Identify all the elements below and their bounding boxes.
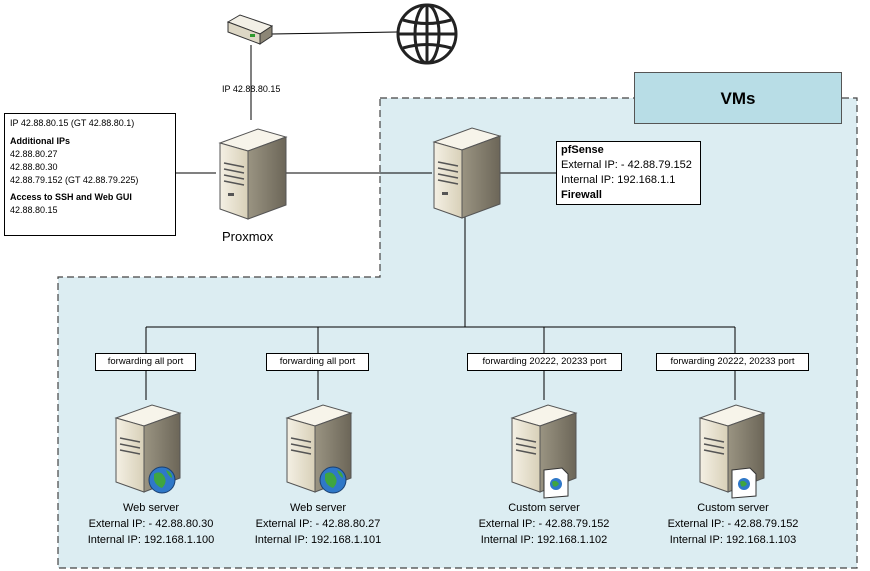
server-internal-ip: Internal IP: 192.168.1.100 bbox=[87, 534, 215, 546]
server-caption: Web server External IP: - 42.88.80.30 In… bbox=[76, 500, 226, 548]
additional-ip: 42.88.79.152 (GT 42.88.79.225) bbox=[10, 175, 139, 185]
web-server-icon bbox=[285, 404, 353, 494]
pfsense-internal-ip: Internal IP: 192.168.1.1 bbox=[561, 174, 676, 186]
pfsense-external-ip: External IP: - 42.88.79.152 bbox=[561, 159, 692, 171]
web-server-icon bbox=[114, 404, 182, 494]
server-caption: Web server External IP: - 42.88.80.27 In… bbox=[243, 500, 393, 548]
proxmox-server-icon bbox=[218, 128, 288, 220]
pfsense-firewall-label: Firewall bbox=[561, 189, 602, 201]
server-name: Web server bbox=[122, 502, 180, 514]
proxmox-ip-line: IP 42.88.80.15 (GT 42.88.80.1) bbox=[10, 118, 135, 128]
vm-region bbox=[57, 97, 858, 569]
server-internal-ip: Internal IP: 192.168.1.102 bbox=[480, 534, 608, 546]
server-name: Custom server bbox=[697, 502, 769, 514]
server-external-ip: External IP: - 42.88.79.152 bbox=[667, 518, 799, 530]
server-caption: Custom server External IP: - 42.88.79.15… bbox=[658, 500, 808, 548]
access-title: Access to SSH and Web GUI bbox=[10, 192, 132, 202]
pfsense-info-box: pfSense External IP: - 42.88.79.152 Inte… bbox=[556, 141, 701, 205]
pfsense-server-icon bbox=[432, 127, 502, 219]
forwarding-label: forwarding all port bbox=[266, 353, 369, 371]
server-external-ip: External IP: - 42.88.80.27 bbox=[255, 518, 381, 530]
additional-ips-title: Additional IPs bbox=[10, 136, 71, 146]
forwarding-label: forwarding all port bbox=[95, 353, 196, 371]
router-ip-label: IP 42.88.80.15 bbox=[222, 84, 281, 94]
server-external-ip: External IP: - 42.88.79.152 bbox=[478, 518, 610, 530]
server-name: Custom server bbox=[508, 502, 580, 514]
custom-server-icon bbox=[698, 404, 766, 499]
vms-label: VMs bbox=[634, 72, 842, 124]
server-internal-ip: Internal IP: 192.168.1.103 bbox=[669, 534, 797, 546]
additional-ip: 42.88.80.30 bbox=[10, 162, 58, 172]
proxmox-label: Proxmox bbox=[222, 229, 274, 244]
server-caption: Custom server External IP: - 42.88.79.15… bbox=[469, 500, 619, 548]
additional-ip: 42.88.80.27 bbox=[10, 149, 58, 159]
internet-globe-icon bbox=[396, 3, 458, 65]
server-internal-ip: Internal IP: 192.168.1.101 bbox=[254, 534, 382, 546]
pfsense-title: pfSense bbox=[561, 144, 604, 156]
custom-server-icon bbox=[510, 404, 578, 499]
server-name: Web server bbox=[289, 502, 347, 514]
router-icon bbox=[226, 14, 274, 45]
forwarding-label: forwarding 20222, 20233 port bbox=[656, 353, 809, 371]
forwarding-label: forwarding 20222, 20233 port bbox=[467, 353, 622, 371]
access-ip: 42.88.80.15 bbox=[10, 205, 58, 215]
server-external-ip: External IP: - 42.88.80.30 bbox=[88, 518, 214, 530]
proxmox-info-box: IP 42.88.80.15 (GT 42.88.80.1) Additiona… bbox=[4, 113, 176, 236]
